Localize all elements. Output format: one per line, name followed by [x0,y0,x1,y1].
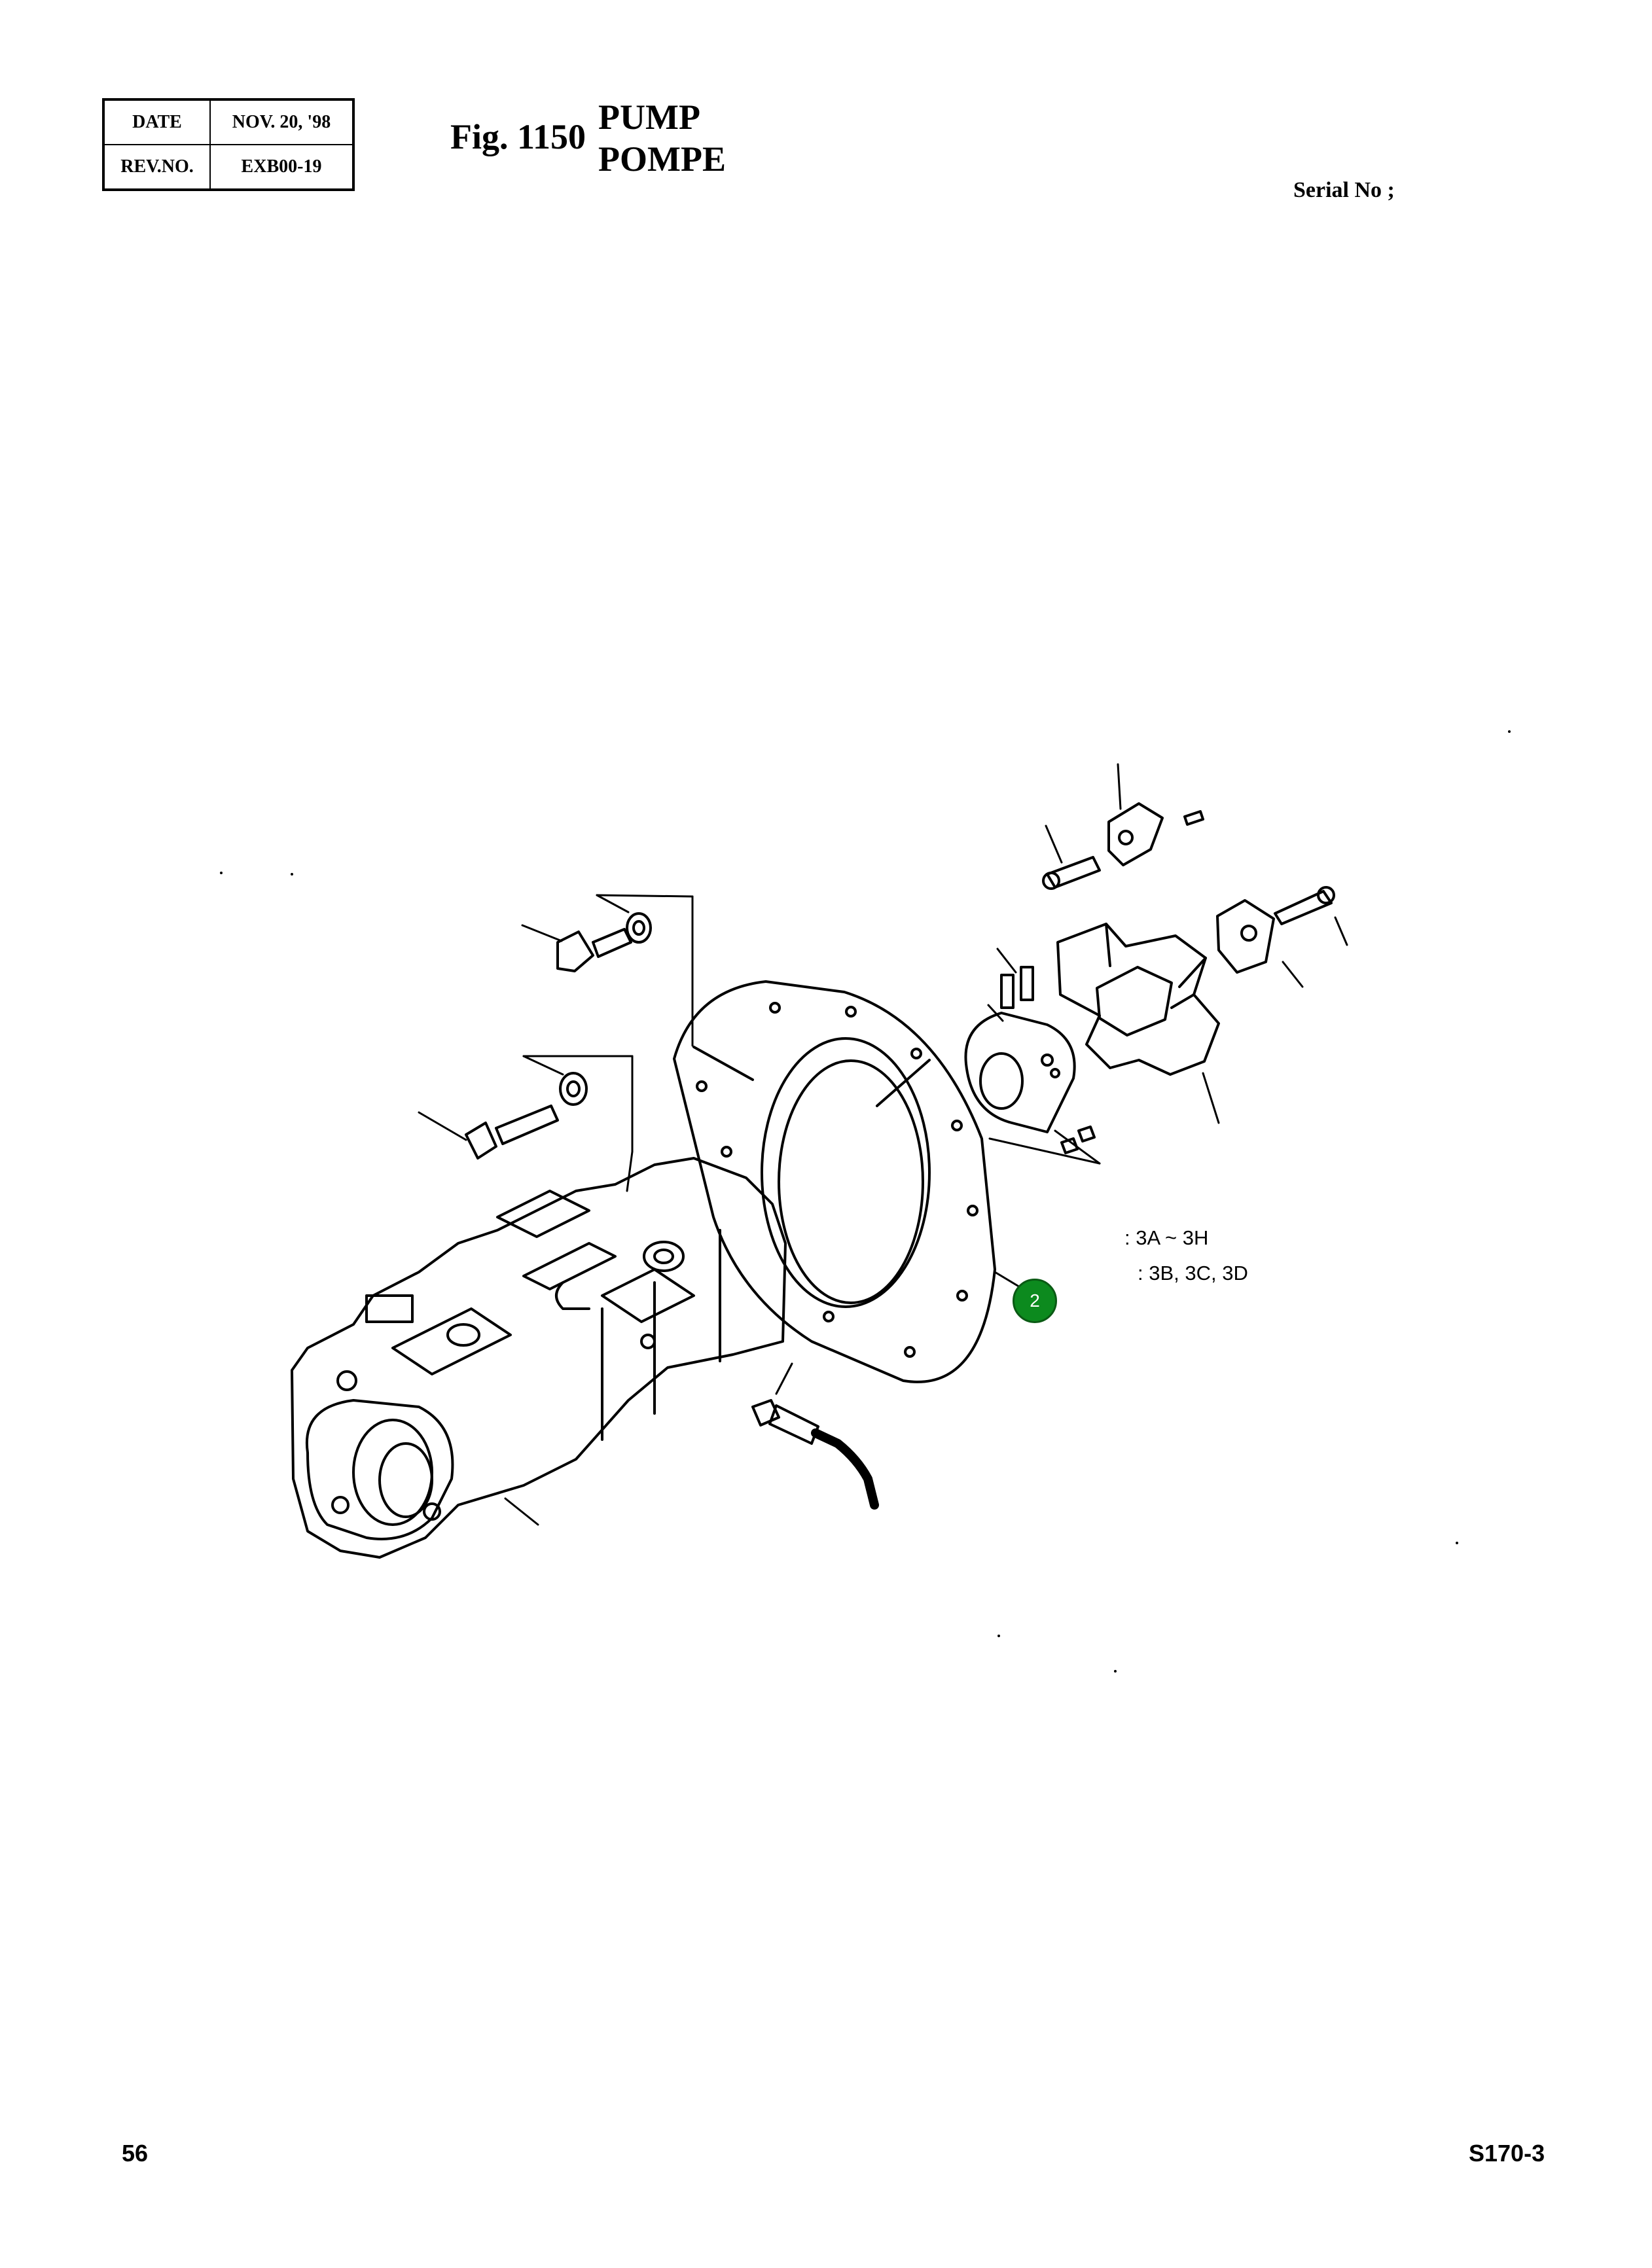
coupling-bracket-right [1216,886,1335,974]
serial-number-label: Serial No ; [1293,178,1395,202]
mounting-bolts [465,912,652,1160]
pump-body [291,1157,787,1559]
rev-label: REV.NO. [103,144,211,190]
revision-info-table: DATE NOV. 20, '98 REV.NO. EXB00-19 [102,98,355,191]
note-range: : 3A ~ 3H [1124,1226,1209,1249]
part-callout-2[interactable]: 2 [1013,1279,1057,1323]
flexible-coupling-element [1056,923,1220,1076]
figure-number: Fig. 1150 [450,117,586,156]
pressure-sensor [751,1399,879,1510]
title-french: POMPE [598,139,726,179]
model-code: S170-3 [1469,2140,1545,2167]
title-english: PUMP [598,97,700,137]
page-number: 56 [122,2140,149,2167]
date-label: DATE [103,99,211,145]
leader-lines [418,763,1348,1526]
flywheel-housing-flange [673,980,996,1383]
note-variants: : 3B, 3C, 3D [1138,1262,1248,1285]
date-value: NOV. 20, '98 [209,99,354,145]
rev-value: EXB00-19 [209,144,354,190]
scan-specks [220,730,1511,1673]
coupling-bracket-top [1042,802,1204,890]
coupling-hub [964,966,1096,1154]
